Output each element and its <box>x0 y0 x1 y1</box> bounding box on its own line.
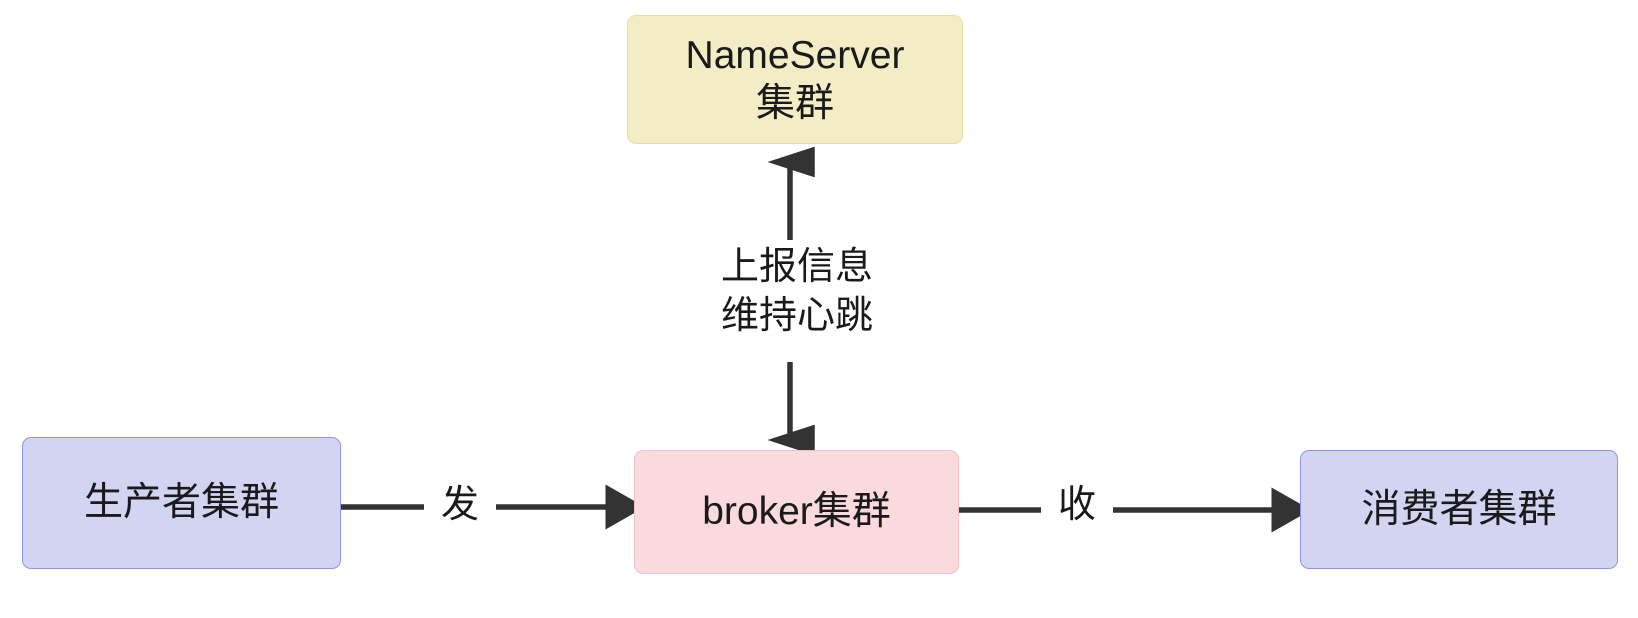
edge-label-line-1: 上报信息 <box>720 246 873 288</box>
node-consumer-label: 消费者集群 <box>1361 487 1557 531</box>
node-producer-cluster[interactable]: 生产者集群 <box>22 437 341 569</box>
edge-label-receive: 收 <box>1048 481 1106 530</box>
edge-label-send: 发 <box>431 481 489 530</box>
node-nameserver-cluster[interactable]: NameServer 集群 <box>627 15 963 144</box>
node-consumer-cluster[interactable]: 消费者集群 <box>1300 450 1618 569</box>
node-broker-label: broker集群 <box>702 490 891 534</box>
node-producer-label: 生产者集群 <box>83 481 279 525</box>
edge-label-line-2: 维持心跳 <box>720 294 873 337</box>
node-nameserver-label-line-2: 集群 <box>755 81 834 125</box>
node-nameserver-label-line-1: NameServer <box>685 33 905 77</box>
edge-label-report-heartbeat: 上报信息 维持心跳 <box>697 243 897 341</box>
node-broker-cluster[interactable]: broker集群 <box>634 450 959 574</box>
